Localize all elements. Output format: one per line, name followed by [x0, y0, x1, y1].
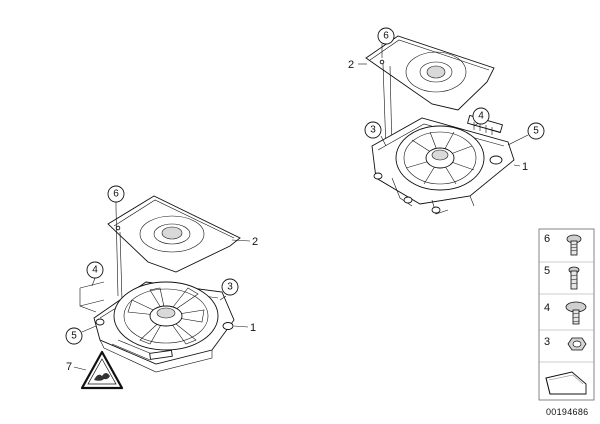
warning-triangle-icon: [80, 350, 124, 390]
legend-label-4: 4: [544, 302, 550, 314]
upper-callout-6: 6: [377, 27, 395, 45]
upper-cover-plate: [365, 35, 495, 111]
image-id: 00194686: [546, 407, 588, 417]
lower-callout-2: 2: [252, 236, 258, 248]
svg-text:6: 6: [383, 31, 389, 42]
lower-assembly: 6 2 4 3 5 1 7: [65, 185, 258, 390]
lower-callout-7: 7: [66, 361, 72, 373]
upper-callout-2: 2: [348, 59, 354, 71]
upper-callout-1: 1: [522, 161, 528, 173]
svg-text:3: 3: [370, 125, 376, 136]
hex-nut-icon: [567, 337, 587, 351]
screw-short-icon: [566, 234, 582, 256]
svg-text:4: 4: [478, 111, 484, 122]
lower-callout-1: 1: [250, 322, 256, 334]
svg-text:4: 4: [92, 265, 98, 276]
legend-label-5: 5: [544, 265, 550, 277]
legend-label-6: 6: [544, 233, 550, 245]
upper-assembly: 2 6 3 4 5 1: [348, 27, 545, 215]
bolt-icon: [568, 266, 580, 290]
upper-callout-3: 3: [364, 121, 382, 139]
legend-label-3: 3: [544, 336, 550, 348]
collar-screw-icon: [565, 301, 587, 325]
svg-text:3: 3: [227, 282, 233, 293]
lower-cover-plate: [107, 195, 241, 273]
fastener-legend: 6 5 4 3: [538, 228, 595, 401]
arrow-icon: [545, 371, 587, 395]
upper-speaker-housing: [371, 114, 515, 215]
lower-speaker-housing: [93, 281, 235, 373]
svg-text:5: 5: [533, 126, 539, 137]
lower-callout-3: 3: [221, 278, 239, 296]
lower-callout-6: 6: [107, 185, 125, 203]
svg-text:5: 5: [71, 331, 77, 342]
upper-callout-4: 4: [472, 107, 490, 125]
svg-text:6: 6: [113, 189, 119, 200]
lower-callout-4: 4: [86, 261, 104, 279]
upper-callout-5: 5: [527, 122, 545, 140]
lower-callout-5: 5: [65, 327, 83, 345]
